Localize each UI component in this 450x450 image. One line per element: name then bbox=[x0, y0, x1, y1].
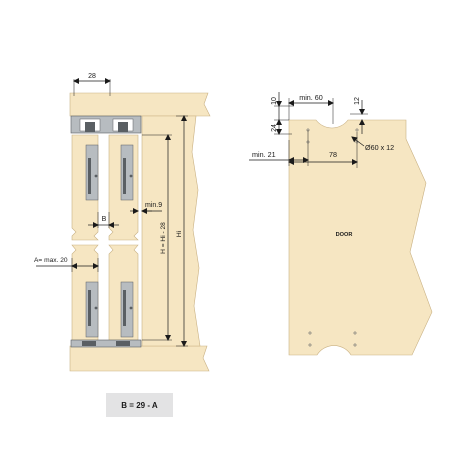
side-panel bbox=[141, 115, 201, 347]
label-h: H = Hi - 28 bbox=[160, 222, 167, 254]
door-label: DOOR bbox=[336, 232, 353, 238]
top-roller-left bbox=[85, 122, 95, 132]
dimension-10: 10 bbox=[271, 92, 294, 121]
hanger-bracket-lower-left bbox=[85, 281, 99, 338]
bottom-floor-board bbox=[69, 345, 210, 372]
bottom-guide-left bbox=[82, 341, 96, 346]
label-24: 24 bbox=[271, 124, 278, 132]
dimension-12: 12 bbox=[350, 97, 368, 134]
label-78: 78 bbox=[329, 150, 337, 159]
dimension-hi: Hi bbox=[176, 115, 188, 347]
dimension-b: B bbox=[88, 212, 119, 228]
dimension-24: 24 bbox=[271, 119, 292, 135]
dimension-min60: min. 60 bbox=[288, 93, 334, 124]
label-12: 12 bbox=[354, 97, 361, 105]
hanger-bracket-upper-left bbox=[85, 144, 99, 201]
dimension-h: H = Hi - 28 bbox=[142, 134, 172, 341]
label-gap: min.9 bbox=[145, 202, 162, 209]
label-b: B bbox=[102, 216, 107, 223]
label-top-width: 28 bbox=[88, 73, 96, 80]
screw-holes-bottom bbox=[308, 331, 357, 347]
left-section-view: 28 B min.9 A= max. 20 bbox=[34, 73, 211, 372]
right-door-view: DOOR 10 24 min. 60 12 bbox=[249, 92, 433, 356]
top-roller-right bbox=[118, 122, 128, 132]
dimension-a: A= max. 20 bbox=[34, 257, 99, 272]
door-panel bbox=[288, 119, 433, 356]
label-10: 10 bbox=[271, 97, 278, 105]
hanger-bracket-upper-right bbox=[120, 144, 134, 201]
label-min60: min. 60 bbox=[299, 93, 323, 102]
dimension-top-width: 28 bbox=[73, 73, 111, 96]
bottom-guide-right bbox=[116, 341, 130, 346]
dimension-hole: Ø60 x 12 bbox=[351, 136, 394, 152]
formula-text: B = 29 - A bbox=[121, 400, 158, 410]
top-ceiling-board bbox=[69, 92, 211, 117]
label-min21: min. 21 bbox=[252, 150, 276, 159]
label-hi: Hi bbox=[176, 230, 183, 237]
dimension-gap: min.9 bbox=[130, 202, 162, 214]
label-hole: Ø60 x 12 bbox=[365, 143, 394, 152]
bottom-track-rail bbox=[70, 339, 142, 348]
label-a: A= max. 20 bbox=[34, 257, 68, 264]
hanger-bracket-lower-right bbox=[120, 281, 134, 338]
formula-box: B = 29 - A bbox=[106, 393, 173, 417]
